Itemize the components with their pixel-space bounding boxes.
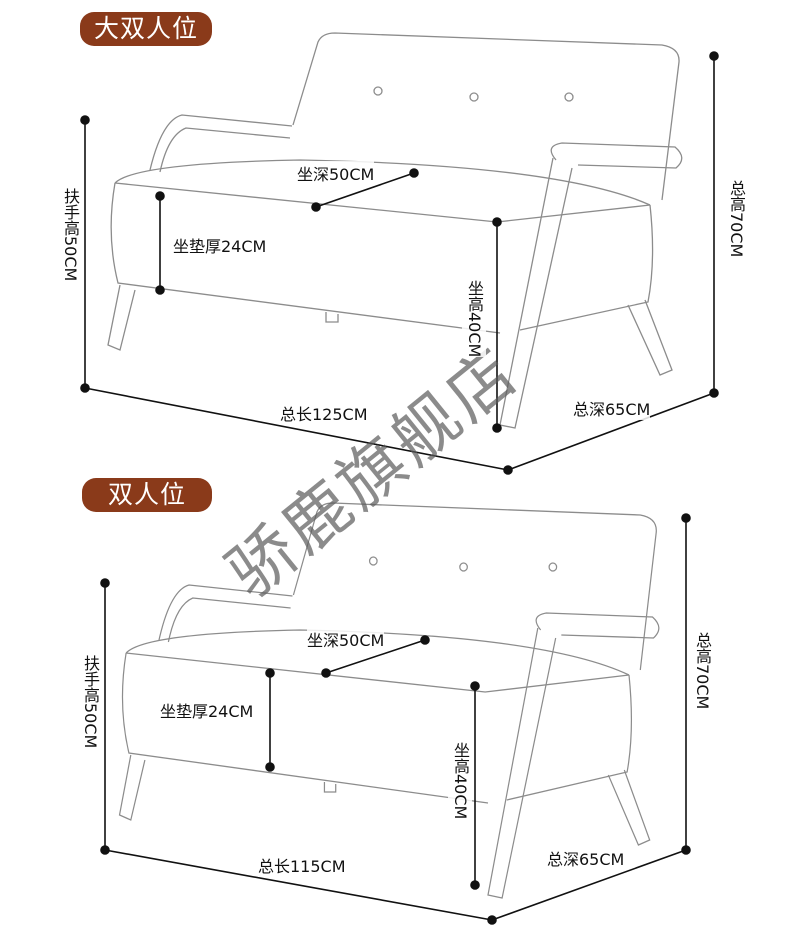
section-title-loveseat: 双人位 bbox=[82, 478, 212, 512]
total-height-label: 总高70CM bbox=[690, 632, 714, 710]
seat-depth-label: 坐深50CM bbox=[307, 627, 385, 651]
cushion-thickness-label: 坐垫厚24CM bbox=[173, 233, 267, 257]
seat-height-label: 坐高40CM bbox=[462, 280, 486, 358]
armrest-height-label: 扶手高50CM bbox=[58, 188, 82, 282]
total-depth-line bbox=[491, 849, 687, 921]
armrest-height-label: 扶手高50CM bbox=[78, 655, 102, 749]
sofa-large-outline bbox=[107, 32, 683, 429]
seat-height-label: 坐高40CM bbox=[448, 742, 472, 820]
seat-depth-label: 坐深50CM bbox=[297, 161, 375, 185]
dimension-dots bbox=[80, 51, 719, 475]
total-depth-label: 总深65CM bbox=[573, 396, 651, 420]
total-height-label: 总高70CM bbox=[724, 180, 748, 258]
total-depth-line bbox=[507, 392, 715, 471]
seat-depth-line bbox=[315, 172, 415, 208]
total-length-line bbox=[84, 387, 509, 471]
dimension-dots bbox=[100, 513, 691, 925]
total-length-label: 总长115CM bbox=[258, 853, 346, 877]
section-title-large-loveseat: 大双人位 bbox=[80, 12, 212, 46]
seat-depth-line bbox=[325, 639, 426, 674]
total-length-line bbox=[104, 849, 493, 921]
total-length-label: 总长125CM bbox=[280, 401, 368, 425]
cushion-thickness-label: 坐垫厚24CM bbox=[160, 698, 254, 722]
total-depth-label: 总深65CM bbox=[547, 846, 625, 870]
